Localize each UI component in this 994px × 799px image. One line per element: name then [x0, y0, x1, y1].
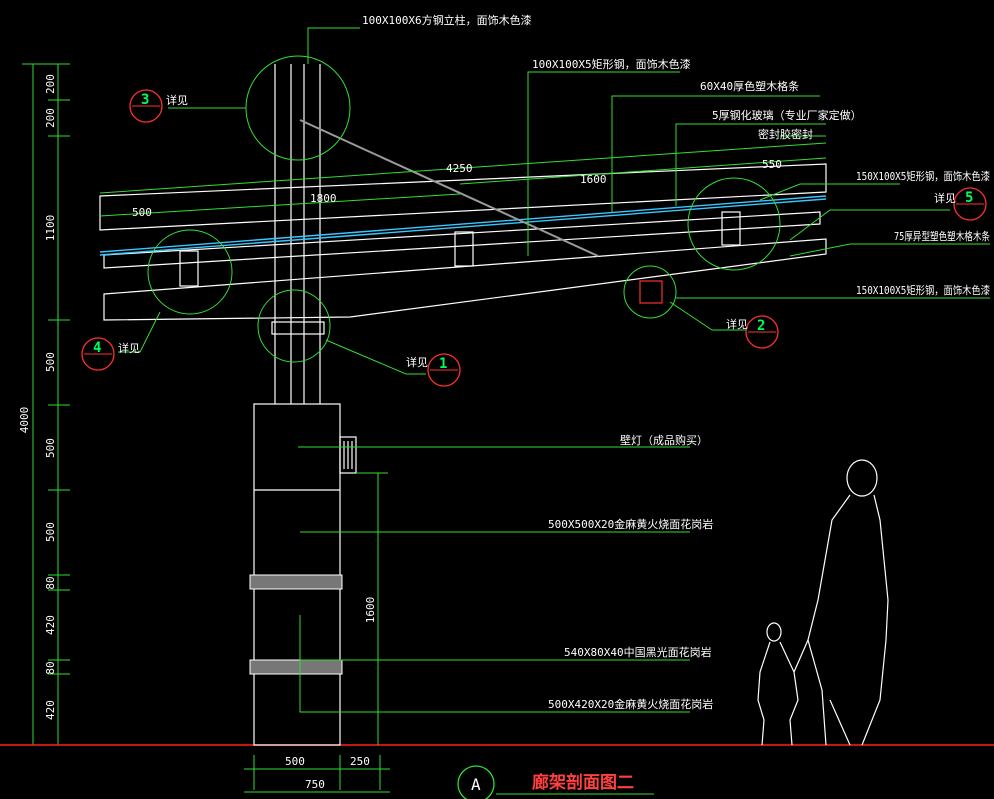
roof-rafter — [103, 211, 821, 269]
callout-2: 2 详见 — [726, 315, 779, 349]
detail-circle-1 — [257, 289, 331, 363]
label-beam-150-a: 150X100X5矩形钢，面饰木色漆 — [856, 169, 990, 183]
label-seal: 密封胶密封 — [758, 127, 813, 141]
dim-1600-vertical: 1600 — [364, 597, 377, 624]
dim-4250: 4250 — [446, 162, 473, 175]
dim-left-seg-6: 500 — [44, 522, 57, 542]
dim-left-seg-1: 200 — [44, 74, 57, 94]
dim-550: 550 — [762, 158, 782, 171]
wall-lamp — [339, 436, 357, 474]
tension-rod — [299, 119, 599, 257]
label-glass: 5厚钢化玻璃（专业厂家定做） — [712, 108, 862, 122]
left-dimension-chain: 4000 200 200 1100 500 500 500 80 420 80 … — [18, 63, 70, 746]
roof-frame — [99, 163, 827, 256]
callout-1: 1 详见 — [406, 353, 461, 387]
dim-left-total: 4000 — [18, 407, 31, 434]
label-post: 100X100X6方钢立柱，面饰木色漆 — [362, 13, 532, 27]
steel-post — [271, 64, 325, 404]
callout-3-text: 详见 — [166, 93, 188, 107]
dim-left-seg-8: 420 — [44, 615, 57, 635]
detail-circle-5 — [687, 177, 781, 271]
callout-4-text: 详见 — [118, 341, 140, 355]
dim-left-seg-7: 80 — [44, 576, 57, 589]
callout-1-number: 1 — [439, 356, 447, 372]
child-figure — [757, 622, 809, 746]
dim-1600: 1600 — [580, 173, 607, 186]
drawing-title: A 廊架剖面图二 — [457, 765, 654, 799]
label-strip-75: 75厚异型塑色塑木格木条 — [894, 229, 990, 243]
main-beam — [103, 238, 827, 321]
dim-bottom-250: 250 — [350, 755, 370, 768]
support-blocks — [179, 211, 741, 287]
callout-1-text: 详见 — [406, 355, 428, 369]
label-stone-540: 540X80X40中国黑光面花岗岩 — [564, 645, 712, 659]
label-tube-top: 100X100X5矩形钢，面饰木色漆 — [532, 57, 691, 71]
callout-4: 4 详见 — [81, 337, 140, 371]
detail-circle-3 — [245, 55, 351, 161]
dim-500: 500 — [132, 206, 152, 219]
dim-left-seg-10: 420 — [44, 700, 57, 720]
label-beam-150-b: 150X100X5矩形钢，面饰木色漆 — [856, 283, 990, 297]
callout-5-number: 5 — [965, 190, 973, 206]
callout-3: 3 详见 — [129, 89, 188, 123]
dim-left-seg-3: 1100 — [44, 215, 57, 242]
dim-left-seg-5: 500 — [44, 438, 57, 458]
callout-5: 5 详见 — [934, 187, 987, 221]
label-lamp: 壁灯（成品购买） — [620, 433, 708, 447]
bottom-dimensions: 500 250 750 — [244, 755, 390, 793]
roof-dimensions: 4250 1600 1800 500 550 — [99, 142, 827, 219]
callout-2-number: 2 — [757, 318, 765, 334]
adult-figure — [807, 459, 889, 746]
lamp-height-dimension: 1600 — [356, 472, 388, 745]
title-bubble-letter: A — [471, 775, 481, 794]
callout-2-text: 详见 — [726, 317, 748, 331]
dim-left-seg-9: 80 — [44, 661, 57, 674]
dim-1800: 1800 — [310, 192, 337, 205]
dim-left-seg-4: 500 — [44, 352, 57, 372]
label-stone-420: 500X420X20金麻黄火烧面花岗岩 — [548, 697, 713, 711]
dim-left-seg-2: 200 — [44, 108, 57, 128]
callout-4-number: 4 — [93, 340, 101, 356]
label-slat: 60X40厚色塑木格条 — [700, 79, 799, 93]
column-base — [249, 403, 343, 746]
detail-circle-4 — [147, 229, 233, 315]
dim-bottom-750: 750 — [305, 778, 325, 791]
dim-bottom-500: 500 — [285, 755, 305, 768]
callout-5-text: 详见 — [934, 191, 956, 205]
drawing-title-text: 廊架剖面图二 — [532, 772, 634, 793]
callout-3-number: 3 — [141, 92, 149, 108]
leaders — [118, 27, 990, 713]
detail-circle-2 — [623, 265, 677, 319]
label-stone-500: 500X500X20金麻黄火烧面花岗岩 — [548, 517, 713, 531]
